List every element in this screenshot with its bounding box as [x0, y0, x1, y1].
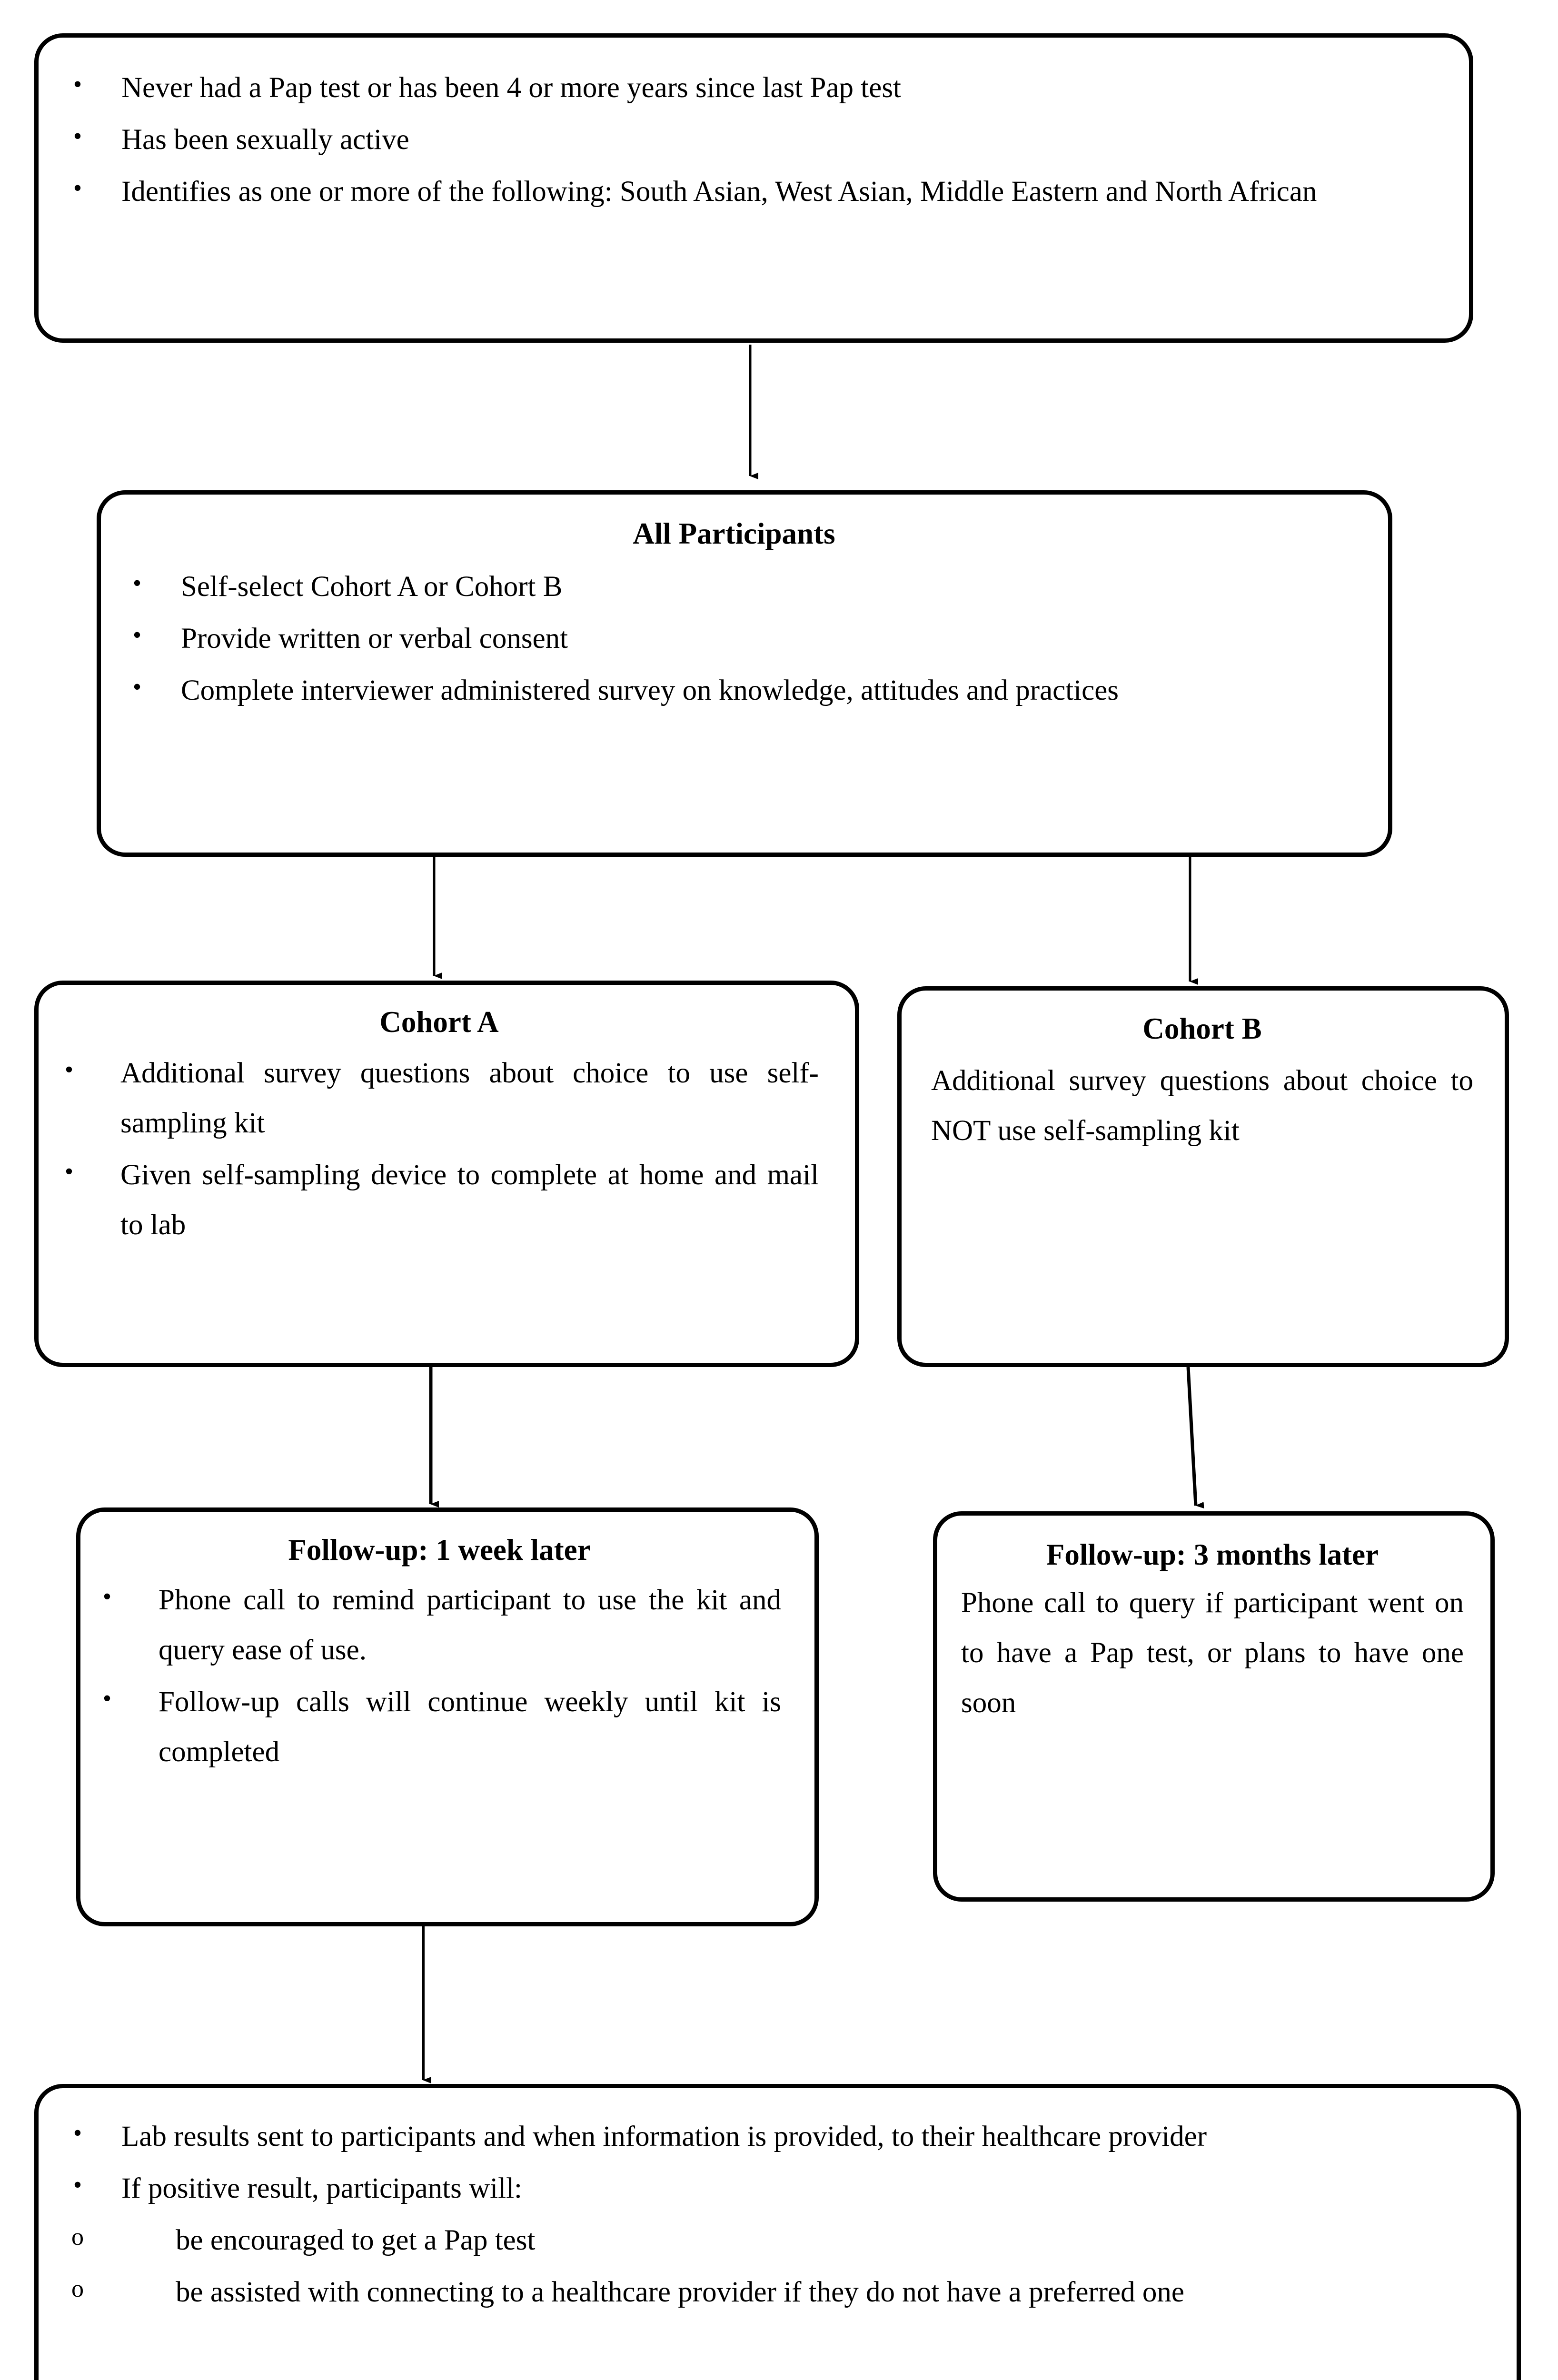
- followup-1-week-box: Follow-up: 1 week later Phone call to re…: [76, 1507, 819, 1926]
- bullet-disc-icon: [68, 115, 87, 158]
- all-participants-box: All Participants Self-select Cohort A or…: [97, 490, 1392, 857]
- bullet-disc-icon: [68, 2112, 87, 2154]
- cohort-b-box: Cohort B Additional survey questions abo…: [897, 986, 1509, 1367]
- bullet-disc-icon: [68, 2164, 87, 2206]
- list-item: Lab results sent to participants and whe…: [68, 2112, 1464, 2162]
- list-item: Has been sexually active: [68, 115, 1412, 165]
- followup-3-months-box: Follow-up: 3 months later Phone call to …: [933, 1511, 1495, 1902]
- bullet-disc-icon: [128, 614, 147, 656]
- list-item-text: Phone call to remind participant to use …: [159, 1584, 781, 1666]
- list-item-text: Identifies as one or more of the followi…: [121, 175, 1317, 208]
- cohort-b-paragraph: Additional survey questions about choice…: [931, 1065, 1473, 1147]
- bullet-disc-icon: [128, 562, 147, 605]
- eligibility-bullet-list: Never had a Pap test or has been 4 or mo…: [68, 63, 1412, 217]
- list-item-text: If positive result, participants will:: [121, 2172, 522, 2204]
- results-box: Lab results sent to participants and whe…: [34, 2084, 1521, 2380]
- all-participants-title: All Participants: [633, 517, 835, 550]
- list-item-text: Complete interviewer administered survey…: [181, 674, 1119, 707]
- list-item: Follow-up calls will continue weekly unt…: [98, 1677, 781, 1777]
- list-item: Additional survey questions about choice…: [60, 1049, 819, 1149]
- results-bullet-list: Lab results sent to participants and whe…: [68, 2112, 1464, 2214]
- followup-3-months-title: Follow-up: 3 months later: [1046, 1538, 1379, 1571]
- list-item: Complete interviewer administered survey…: [128, 666, 1340, 716]
- list-item: Identifies as one or more of the followi…: [68, 167, 1412, 217]
- followup-1-week-title: Follow-up: 1 week later: [288, 1533, 591, 1567]
- list-item: Never had a Pap test or has been 4 or mo…: [68, 63, 1412, 113]
- list-item-text: Never had a Pap test or has been 4 or mo…: [121, 72, 902, 104]
- list-item-text: be assisted with connecting to a healthc…: [176, 2276, 1184, 2308]
- cohort-a-bullet-list: Additional survey questions about choice…: [60, 1049, 819, 1250]
- bullet-disc-icon: [98, 1677, 117, 1720]
- followup-1-week-bullet-list: Phone call to remind participant to use …: [98, 1576, 781, 1777]
- bullet-disc-icon: [128, 666, 147, 708]
- bullet-disc-icon: [68, 167, 87, 209]
- bullet-disc-icon: [98, 1576, 117, 1618]
- eligibility-criteria-box: Never had a Pap test or has been 4 or mo…: [34, 33, 1473, 343]
- list-item: If positive result, participants will:: [68, 2164, 1464, 2214]
- list-item: Phone call to remind participant to use …: [98, 1576, 781, 1676]
- list-item-text: Has been sexually active: [121, 123, 409, 156]
- list-item: be assisted with connecting to a healthc…: [68, 2268, 1464, 2318]
- list-item-text: Follow-up calls will continue weekly unt…: [159, 1686, 781, 1768]
- list-item-text: Additional survey questions about choice…: [120, 1057, 819, 1140]
- list-item: be encouraged to get a Pap test: [68, 2216, 1464, 2266]
- bullet-circle-icon: [68, 2216, 87, 2258]
- list-item-text: Given self-sampling device to complete a…: [120, 1159, 819, 1241]
- all-participants-bullet-list: Self-select Cohort A or Cohort B Provide…: [128, 562, 1340, 716]
- bullet-disc-icon: [60, 1150, 79, 1193]
- bullet-disc-icon: [68, 63, 87, 106]
- list-item: Provide written or verbal consent: [128, 614, 1340, 664]
- list-item: Given self-sampling device to complete a…: [60, 1150, 819, 1250]
- cohort-a-title: Cohort A: [379, 1005, 499, 1039]
- bullet-disc-icon: [60, 1049, 79, 1091]
- list-item: Self-select Cohort A or Cohort B: [128, 562, 1340, 612]
- bullet-circle-icon: [68, 2268, 87, 2310]
- list-item-text: Lab results sent to participants and whe…: [121, 2121, 1207, 2152]
- list-item-text: Provide written or verbal consent: [181, 623, 568, 655]
- list-item-text: be encouraged to get a Pap test: [176, 2224, 536, 2256]
- cohort-a-box: Cohort A Additional survey questions abo…: [34, 981, 859, 1367]
- list-item-text: Self-select Cohort A or Cohort B: [181, 571, 563, 603]
- followup-3-months-paragraph: Phone call to query if participant went …: [961, 1587, 1464, 1719]
- cohort-b-title: Cohort B: [1142, 1012, 1262, 1045]
- arrow-cohort-b-to-followup-3-months: [1186, 1367, 1204, 1509]
- results-sub-bullet-list: be encouraged to get a Pap test be assis…: [68, 2216, 1464, 2318]
